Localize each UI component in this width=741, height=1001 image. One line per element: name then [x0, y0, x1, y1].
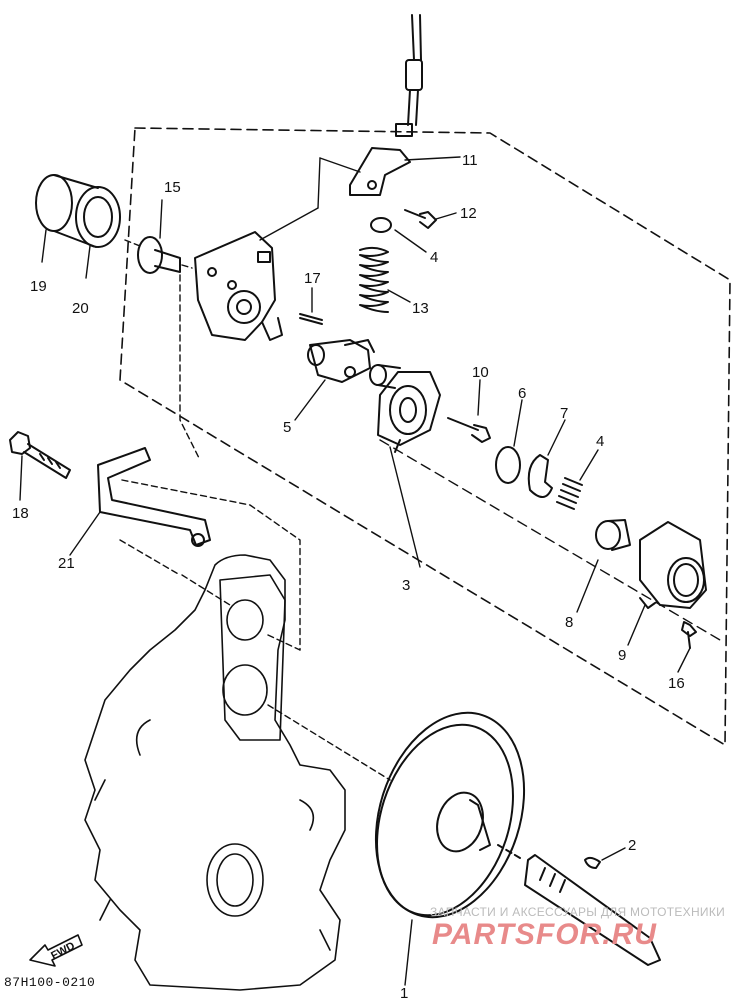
label-20: 20 [72, 300, 89, 317]
label-15: 15 [164, 179, 181, 196]
part-4-collar [370, 217, 392, 233]
fwd-arrow [29, 934, 83, 967]
label-4b: 4 [596, 433, 604, 450]
label-13: 13 [412, 300, 429, 317]
part-labels: 11 12 4 13 15 17 19 20 10 6 7 4 5 18 21 … [12, 152, 685, 1001]
part-16-screw [681, 621, 697, 649]
throttle-cable [395, 14, 423, 137]
label-7: 7 [560, 405, 568, 422]
label-17: 17 [304, 270, 321, 287]
part-9-cap [627, 521, 707, 646]
part-13-spring [359, 246, 411, 313]
label-3: 3 [402, 577, 410, 594]
part-18-bolt [9, 431, 71, 501]
label-8: 8 [565, 614, 573, 631]
label-11: 11 [462, 152, 478, 169]
label-4: 4 [430, 249, 438, 266]
watermark-caption: ЗАПЧАСТИ И АКСЕССУАРЫ ДЛЯ МОТОТЕХНИКИ [430, 905, 726, 919]
label-16: 16 [668, 675, 685, 692]
label-5: 5 [283, 419, 291, 436]
label-2: 2 [628, 837, 636, 854]
label-12: 12 [460, 205, 477, 222]
crankshaft [497, 844, 661, 966]
part-1-sheave [267, 634, 526, 986]
part-21-bracket [69, 274, 301, 651]
assembly-boundary [119, 127, 731, 746]
part-7-clip [527, 454, 553, 498]
label-1: 1 [400, 985, 408, 1001]
part-4-spring [556, 477, 583, 510]
part-12-bolt [404, 209, 437, 229]
part-5-pulley-shaft [294, 339, 375, 421]
throttle-housing [194, 157, 361, 341]
engine-case [84, 554, 346, 991]
part-6-washer [495, 446, 521, 484]
label-6: 6 [518, 385, 526, 402]
part-8-collar [576, 519, 631, 613]
fwd-label: FWD [49, 940, 77, 962]
part-3-cover [369, 364, 441, 453]
label-10: 10 [472, 364, 489, 381]
part-15-washer [124, 199, 193, 274]
part-2-key [584, 856, 601, 869]
part-10-bolt [447, 417, 491, 443]
label-9: 9 [618, 647, 626, 664]
label-18: 18 [12, 505, 29, 522]
part-11-lever [349, 147, 411, 196]
diagram-code: 87H100-0210 [4, 975, 96, 990]
watermark-logo: PARTSFOR.RU [432, 918, 657, 951]
label-19: 19 [30, 278, 47, 295]
label-21: 21 [58, 555, 75, 572]
part-19-20-pulley [35, 174, 121, 279]
part-17-pin [299, 313, 323, 325]
